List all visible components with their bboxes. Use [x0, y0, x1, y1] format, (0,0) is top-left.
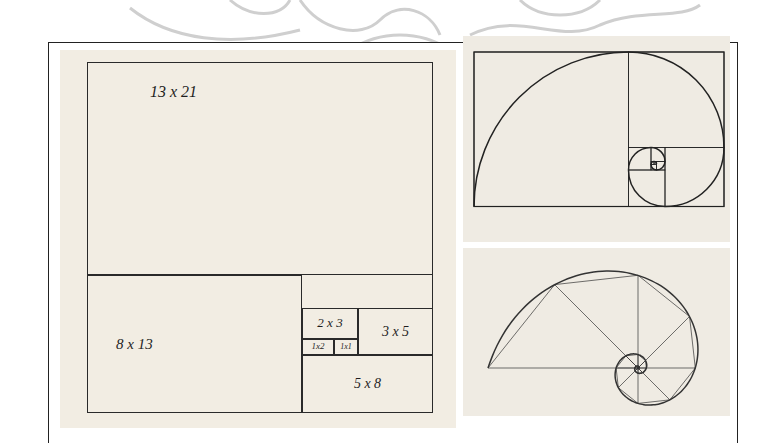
radial-line [637, 368, 638, 369]
radial-line [638, 368, 640, 370]
chord-line [638, 366, 639, 368]
paper-panel [60, 50, 456, 428]
chord-line [638, 368, 640, 370]
dimension-label: 5 x 8 [354, 376, 381, 391]
golden-square [474, 52, 629, 207]
golden-square [665, 148, 724, 207]
dimension-label: 1x2 [312, 342, 325, 352]
radial-line [637, 368, 638, 369]
dimension-box: 3 x 5 [358, 308, 433, 355]
radial-line [638, 275, 639, 368]
chord-line [626, 354, 638, 355]
radial-line [638, 368, 639, 370]
chord-line [638, 400, 670, 404]
radial-line [638, 368, 639, 373]
dimension-box: 13 x 21 [87, 62, 433, 275]
chord-line [635, 366, 636, 368]
radial-line [555, 285, 638, 368]
radial-line [626, 356, 638, 368]
dimension-box: 1x2 [302, 339, 334, 355]
radial-line [638, 367, 639, 368]
spiral-curve [474, 52, 724, 207]
paper-panel [463, 248, 730, 416]
chord-line [637, 368, 638, 369]
chord-line [639, 367, 640, 368]
radial-line [638, 316, 690, 368]
chord-line [634, 368, 635, 371]
nautilus-spiral-figure [488, 271, 698, 405]
watermark-stroke [300, 0, 440, 35]
chord-line [616, 356, 626, 368]
golden-spiral-figure [474, 52, 724, 207]
chord-line [638, 354, 646, 360]
spiral-shell [488, 271, 698, 405]
chord-line [636, 366, 638, 367]
golden-rectangle [88, 63, 433, 413]
radial-line [638, 368, 670, 400]
chord-line [637, 368, 638, 369]
dimension-label: 3 x 5 [382, 324, 409, 339]
paper-panel [463, 36, 730, 242]
radial-line [618, 368, 638, 388]
chord-line [670, 368, 695, 400]
chord-line [638, 368, 640, 369]
radial-line [636, 366, 638, 368]
radial-line [638, 360, 646, 368]
chord-line [618, 388, 638, 404]
radial-line [638, 368, 639, 369]
radial-line [635, 368, 638, 371]
chord-line [645, 360, 647, 368]
watermark-stroke [230, 0, 290, 14]
watermark-stroke [520, 0, 600, 15]
chord-line [638, 372, 643, 374]
chord-line [488, 285, 555, 368]
dimension-box: 1x1 [334, 339, 358, 355]
dimension-label: 8 x 13 [116, 336, 153, 353]
dimension-label: 2 x 3 [317, 316, 342, 330]
chord-line [616, 368, 618, 388]
dimension-label: 1x1 [340, 343, 352, 352]
radial-line [638, 368, 643, 373]
chord-line [643, 368, 647, 373]
chord-line [638, 275, 690, 316]
golden-square [629, 52, 725, 148]
radial-line [638, 368, 646, 369]
chord-line [635, 371, 638, 373]
dimension-box: 5 x 8 [302, 355, 433, 413]
radial-line [488, 368, 638, 369]
dimension-box: 2 x 3 [302, 308, 358, 339]
golden-rectangle-outline [474, 52, 724, 207]
chord-line [690, 316, 696, 368]
chord-line [555, 275, 638, 284]
dimension-box: 8 x 13 [87, 275, 302, 413]
dimension-label: 13 x 21 [150, 83, 197, 101]
